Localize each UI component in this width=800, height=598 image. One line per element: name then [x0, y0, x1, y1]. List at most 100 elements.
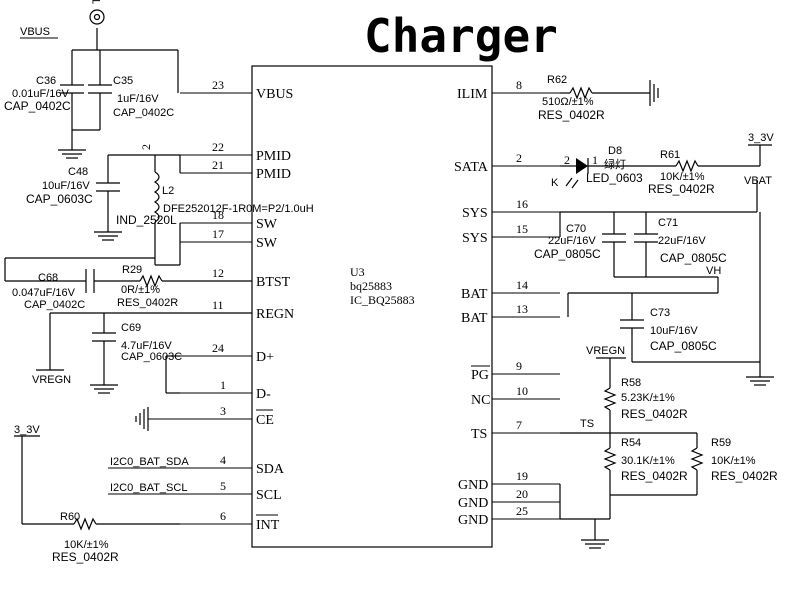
pin-name: GND [458, 478, 488, 493]
r59-ref: R59 [711, 437, 731, 449]
ground-icon [58, 149, 86, 159]
pin-number: 7 [516, 418, 522, 432]
c48-pkg: CAP_0603C [26, 192, 93, 206]
c73-value: 10uF/16V [650, 325, 698, 337]
left-pins: 23 VBUS 22 PMID 21 PMID 18 SW 17 SW 12 B… [108, 78, 294, 533]
r62-value: 510Ω/±1% [542, 96, 594, 108]
pin-name: PMID [256, 149, 291, 164]
pin-name: D- [256, 387, 271, 402]
pin-number: 19 [516, 469, 528, 483]
c68-pkg: CAP_0402C [24, 299, 85, 311]
c69-ref: C69 [121, 322, 141, 334]
pin-name: GND [458, 513, 488, 528]
resistor-icon [603, 447, 617, 471]
c69-value: 4.7uF/16V [121, 340, 172, 352]
net-3v3-right: 3_3V [748, 132, 774, 144]
ilim-section: R62 510Ω/±1% RES_0402R [538, 74, 659, 122]
pin-number: 16 [516, 197, 528, 211]
l2-value: DFE252012F-1R0M=P2/1.0uH [163, 203, 314, 215]
resistor-icon [139, 274, 163, 288]
ts-divider-section: VREGN TS R58 5.23K/±1% RES_0402R R54 30.… [559, 345, 778, 549]
schematic-title: Charger [364, 9, 558, 63]
r60-ref: R60 [60, 511, 80, 523]
c35-ref: C35 [113, 75, 133, 87]
sys-bat-section: VBAT VH C70 22uF/16V CAP_0805C C71 22uF/… [534, 175, 774, 386]
r61-ref: R61 [660, 149, 680, 161]
ground-icon [94, 231, 122, 241]
pin-name: INT [256, 518, 280, 533]
resistor-icon [569, 86, 593, 100]
pin-name: BAT [461, 287, 488, 302]
c36-ref: C36 [36, 75, 56, 87]
pin-name: VBUS [256, 87, 293, 102]
dplus-dminus-section [135, 355, 180, 431]
pin-number: 23 [212, 78, 224, 92]
pin-number: 14 [516, 278, 528, 292]
c36-pkg: CAP_0402C [4, 99, 71, 113]
net-vbat: VBAT [744, 175, 772, 187]
c73-ref: C73 [650, 307, 670, 319]
c70-pkg: CAP_0805C [534, 247, 601, 261]
ic-part: bq25883 [350, 279, 392, 293]
pin-name: BAT [461, 311, 488, 326]
pin-number: 13 [516, 302, 528, 316]
resistor-icon [690, 447, 704, 471]
d8-ref: D8 [608, 145, 622, 157]
pin-name: TS [471, 427, 487, 442]
c71-value: 22uF/16V [658, 235, 706, 247]
r54-ref: R54 [621, 437, 641, 449]
pin-number: 4 [220, 453, 226, 467]
r59-pkg: RES_0402R [711, 469, 778, 483]
net-tp: TP [91, 0, 103, 4]
pin-name: BTST [256, 275, 291, 290]
pin-name: PG [471, 368, 489, 383]
resistor-icon [73, 517, 97, 531]
pin-name: SDA [256, 462, 285, 477]
pin-name: SYS [462, 206, 488, 221]
ic-footprint: IC_BQ25883 [350, 293, 415, 307]
l2-pkg: IND_2520L [116, 213, 177, 227]
pin-name: D+ [256, 350, 274, 365]
d8-k: K [551, 177, 559, 189]
net-vregn-right: VREGN [586, 345, 625, 357]
ground-icon [746, 376, 774, 386]
net-3v3-left: 3_3V [14, 424, 40, 436]
ground-icon [90, 384, 118, 394]
pin-number: 3 [220, 404, 226, 418]
pin-name: REGN [256, 307, 294, 322]
r59-value: 10K/±1% [711, 455, 756, 467]
r29-ref: R29 [122, 264, 142, 276]
c36-value: 0.01uF/16V [12, 88, 70, 100]
pin-number: 1 [220, 378, 226, 392]
pin-number: 24 [212, 341, 224, 355]
svg-text:2: 2 [139, 144, 153, 150]
c68-ref: C68 [38, 272, 58, 284]
btst-regn-section: C68 0.047uF/16V CAP_0402C R29 0R/±1% RES… [4, 257, 252, 394]
pin-number: 8 [516, 78, 522, 92]
pin-name: GND [458, 496, 488, 511]
c68-value: 0.047uF/16V [12, 287, 76, 299]
pin-name: PMID [256, 167, 291, 182]
pin-name: SW [256, 217, 278, 232]
vbus-input-section: VBUS TP C36 0.01uF/16V CAP_0402C C35 1uF… [4, 0, 179, 159]
pin-number: 21 [212, 158, 224, 172]
pin-name: SCL [256, 488, 282, 503]
pin-name: SYS [462, 231, 488, 246]
r58-value: 5.23K/±1% [621, 392, 675, 404]
c35-pkg: CAP_0402C [113, 107, 174, 119]
pmid-inductor-section: C48 10uF/16V CAP_0603C 2 L2 DFE252012F-1… [26, 144, 314, 266]
r29-value: 0R/±1% [121, 284, 160, 296]
c70-ref: C70 [566, 223, 586, 235]
r60-value: 10K/±1% [64, 539, 109, 551]
c35-value: 1uF/16V [117, 93, 159, 105]
pin-number: 10 [516, 384, 528, 398]
pin-number: 5 [220, 479, 226, 493]
net-vh: VH [706, 265, 721, 277]
ground-icon [581, 539, 609, 549]
c48-ref: C48 [68, 166, 88, 178]
ground-icon [135, 409, 145, 429]
c73-pkg: CAP_0805C [650, 339, 717, 353]
r58-ref: R58 [621, 377, 641, 389]
sata-led-section: 3_3V D8 绿灯 2 1 K LED_0603 R61 10K/±1% RE… [551, 132, 774, 196]
